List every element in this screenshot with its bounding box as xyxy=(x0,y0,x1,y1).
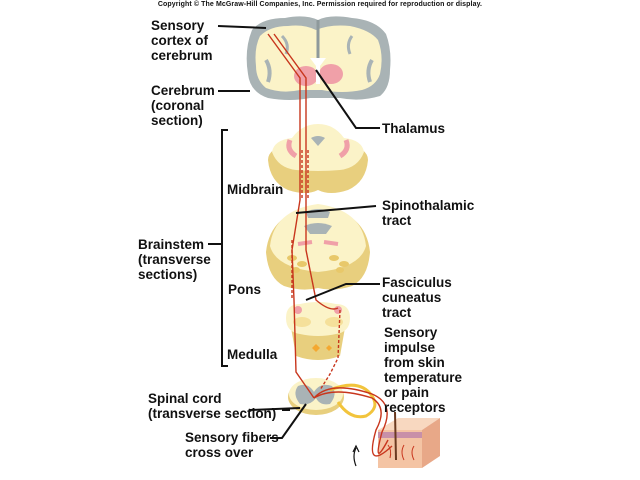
medulla-section xyxy=(286,302,350,360)
label-thalamus: Thalamus xyxy=(382,121,446,136)
label-medulla: Medulla xyxy=(227,347,278,362)
label-brainstem: Brainstem (transverse sections) xyxy=(138,237,211,282)
third-ventricle xyxy=(310,58,326,84)
label-spinal-cord: Spinal cord (transverse section) xyxy=(148,391,277,421)
thalamus-right xyxy=(319,64,343,84)
pons-section xyxy=(266,204,370,290)
skin-receptor-block xyxy=(378,411,440,468)
label-midbrain: Midbrain xyxy=(227,182,284,197)
label-spinothalamic-tract: Spinothalamic tract xyxy=(382,198,475,228)
label-cerebrum: Cerebrum (coronal section) xyxy=(151,83,215,128)
label-sensory-fibers-cross: Sensory fibers cross over xyxy=(185,430,279,460)
peripheral-nerve xyxy=(329,383,377,419)
label-sensory-cortex: Sensory cortex of cerebrum xyxy=(151,18,213,63)
impulse-direction-arrow xyxy=(353,447,357,467)
label-sensory-impulse: Sensory impulse from skin temperature or… xyxy=(384,325,463,415)
leader-lines xyxy=(208,25,380,439)
label-pons: Pons xyxy=(228,282,262,297)
cerebrum-section xyxy=(246,16,391,100)
midbrain-section xyxy=(268,124,368,193)
sensory-tracts xyxy=(267,33,393,457)
copyright-notice: Copyright © The McGraw-Hill Companies, I… xyxy=(157,1,483,8)
label-fasciculus-cuneatus: Fasciculus cuneatus tract xyxy=(382,275,452,320)
